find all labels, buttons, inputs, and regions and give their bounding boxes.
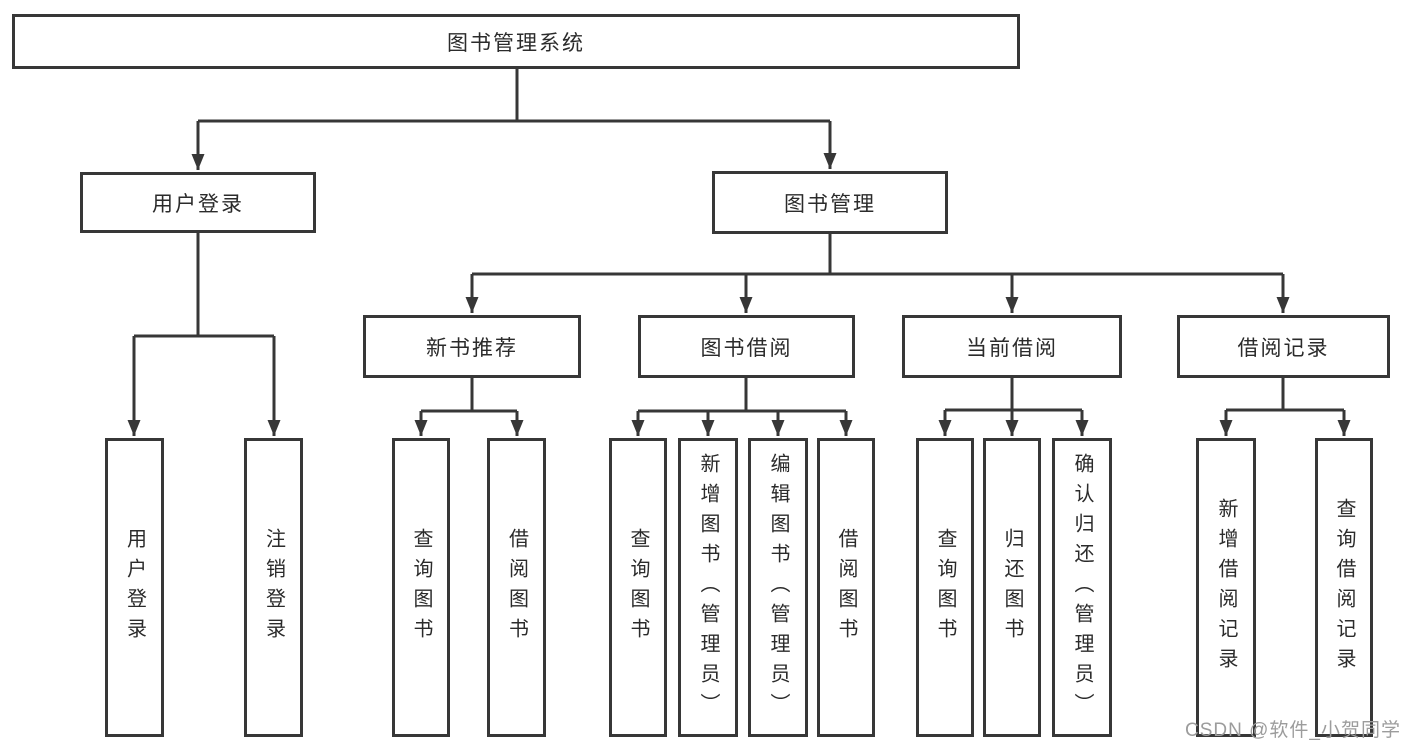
csdn-watermark: CSDN @软件_小贺同学 (1185, 720, 1401, 741)
node-logout: 注销登录 (244, 438, 303, 737)
node-label: 查询借阅记录 (1333, 497, 1355, 678)
node-query-books-current: 查询图书 (916, 438, 974, 737)
node-add-book-admin: 新增图书（管理员） (678, 438, 738, 737)
node-label: 用户登录 (152, 192, 244, 216)
node-borrow-books-leaf: 借阅图书 (817, 438, 875, 737)
node-add-borrow-record: 新增借阅记录 (1196, 438, 1256, 737)
node-current-borrowing: 当前借阅 (902, 315, 1122, 378)
node-borrowing-records: 借阅记录 (1177, 315, 1390, 378)
node-label: 借阅图书 (505, 527, 528, 648)
node-return-book: 归还图书 (983, 438, 1041, 737)
node-borrow-books-recommend: 借阅图书 (487, 438, 546, 737)
node-label: 图书管理 (784, 192, 876, 216)
node-edit-book-admin: 编辑图书（管理员） (748, 438, 808, 737)
node-label: 新书推荐 (426, 336, 518, 360)
node-label: 借阅记录 (1237, 336, 1330, 360)
node-label: 图书管理系统 (447, 31, 585, 55)
node-new-book-recommend: 新书推荐 (363, 315, 581, 378)
node-query-borrow-record: 查询借阅记录 (1315, 438, 1373, 737)
node-label: 用户登录 (123, 527, 146, 648)
node-label: 查询图书 (627, 527, 649, 648)
node-label: 新增图书（管理员） (697, 452, 719, 723)
node-query-books-borrowing: 查询图书 (609, 438, 667, 737)
node-label: 图书借阅 (700, 336, 793, 360)
node-label: 查询图书 (410, 527, 432, 648)
node-user-login-leaf: 用户登录 (105, 438, 164, 737)
node-label: 归还图书 (1001, 527, 1023, 648)
node-query-books-recommend: 查询图书 (392, 438, 450, 737)
node-label: 注销登录 (262, 527, 285, 648)
node-label: 查询图书 (934, 527, 956, 648)
node-library-system: 图书管理系统 (12, 14, 1020, 69)
node-label: 编辑图书（管理员） (767, 452, 789, 723)
node-user-login: 用户登录 (80, 172, 316, 233)
node-book-management: 图书管理 (712, 171, 948, 234)
node-label: 借阅图书 (835, 527, 857, 648)
node-label: 当前借阅 (966, 336, 1058, 360)
node-label: 确认归还（管理员） (1071, 452, 1093, 723)
node-book-borrowing: 图书借阅 (638, 315, 855, 378)
node-label: 新增借阅记录 (1215, 497, 1237, 678)
node-confirm-return-admin: 确认归还（管理员） (1052, 438, 1112, 737)
